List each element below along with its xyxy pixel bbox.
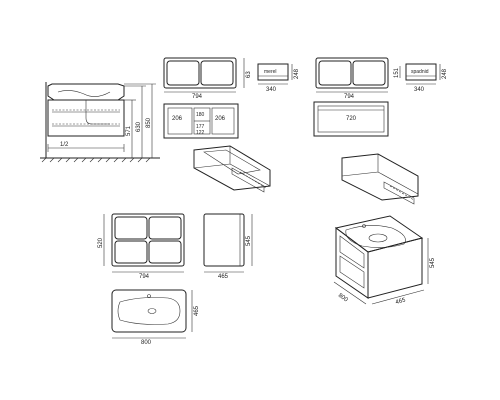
elev-height-520: 520 — [98, 237, 104, 248]
inner-left-206: 206 — [172, 116, 183, 122]
drawer-iso-right-outline — [341, 153, 419, 201]
elev-panel-tr — [148, 216, 182, 240]
inner-frame — [163, 103, 239, 139]
drawer-iso-right — [341, 153, 419, 205]
inner-right-drawer — [317, 105, 385, 133]
drawer-depth-340: 340 — [266, 87, 277, 93]
front-frame — [163, 57, 237, 89]
basin-bowl-curve — [57, 90, 111, 97]
front-depth-label: 63 — [246, 71, 252, 78]
half-label: 1/2 — [60, 142, 69, 148]
front-panel-left — [166, 60, 200, 86]
inner-right-frame — [313, 101, 389, 137]
basin-top-outline — [111, 289, 187, 333]
drawer-label-merel: merel — [264, 69, 277, 75]
basin-depth-465: 465 — [194, 305, 200, 316]
elev-frame — [111, 213, 185, 267]
tap-hole-icon — [147, 294, 151, 298]
height-571: 571 — [126, 125, 132, 136]
inner-center-177: 177 — [196, 124, 205, 130]
front-cabinet-top-view: 794 63 — [163, 57, 252, 100]
front-elevation: 520 794 — [98, 213, 185, 280]
iso-drawer-front-1 — [339, 235, 365, 269]
height-630: 630 — [136, 121, 142, 132]
inner-right-206: 206 — [215, 116, 226, 122]
elev-panel-tl — [114, 216, 148, 240]
drawer-right-depth-340: 340 — [414, 87, 425, 93]
iso-width-800: 800 — [337, 293, 349, 304]
inner-left-cell — [167, 107, 193, 135]
drawer-right-top-view: 151 spadnid 340 248 — [394, 63, 448, 93]
drawer-top-view: merel 340 248 — [257, 63, 300, 93]
side-elev-frame — [203, 213, 245, 267]
side-view: 1/2 571 630 850 — [40, 82, 160, 163]
iso-cabinet: 545 800 465 — [333, 215, 436, 306]
drawer-right-box — [405, 63, 437, 81]
basin-profile — [47, 83, 125, 101]
iso-drain-icon — [368, 233, 388, 243]
drain-icon — [147, 308, 157, 314]
front-panel-right — [200, 60, 234, 86]
drawer-right-248: 248 — [442, 68, 448, 79]
drawer-right-151: 151 — [394, 67, 400, 78]
elev-panel-bl — [114, 240, 148, 264]
iso-side-face — [367, 237, 423, 299]
drawer-box — [257, 63, 289, 81]
side-elev-545: 545 — [246, 235, 252, 246]
side-elevation: 545 465 — [203, 213, 253, 280]
inner-right-cell — [211, 107, 235, 135]
inner-center-122: 122 — [196, 130, 205, 136]
drawer-iso-right-front — [383, 181, 415, 205]
front-right-frame — [315, 57, 389, 89]
floor-hatch — [41, 157, 151, 163]
inner-right-720: 720 — [346, 116, 357, 122]
iso-drawer-front-2 — [339, 255, 365, 289]
iso-basin-bowl — [345, 225, 406, 248]
basin-bowl-outline — [117, 297, 181, 325]
inner-center-180: 180 — [196, 112, 205, 118]
front-width-label: 794 — [192, 94, 203, 100]
height-850: 850 — [146, 117, 152, 128]
drawer-inner-section-right: 720 — [313, 101, 389, 137]
elev-panel-br — [148, 240, 182, 264]
front-right-panel-right — [352, 60, 386, 86]
basin-width-800: 800 — [141, 340, 152, 346]
drawer-height-248: 248 — [294, 68, 300, 79]
drawer-iso-left — [193, 145, 271, 193]
iso-tap-hole-icon — [362, 224, 366, 228]
front-right-panel-left — [318, 60, 352, 86]
drawer-inner-section-left: 206 180 177 122 206 — [163, 103, 239, 139]
siphon-pipe — [85, 100, 110, 125]
front-right-width: 794 — [344, 94, 355, 100]
iso-height-545: 545 — [430, 257, 436, 268]
drawer-iso-inner — [203, 149, 261, 175]
basin-top-view: 465 800 — [111, 289, 200, 346]
drawer-label-spadnid: spadnid — [411, 69, 429, 75]
elev-width-794: 794 — [139, 274, 150, 280]
side-elev-465: 465 — [218, 274, 229, 280]
iso-depth-465: 465 — [395, 297, 407, 306]
front-right-top-view: 794 — [315, 57, 389, 100]
